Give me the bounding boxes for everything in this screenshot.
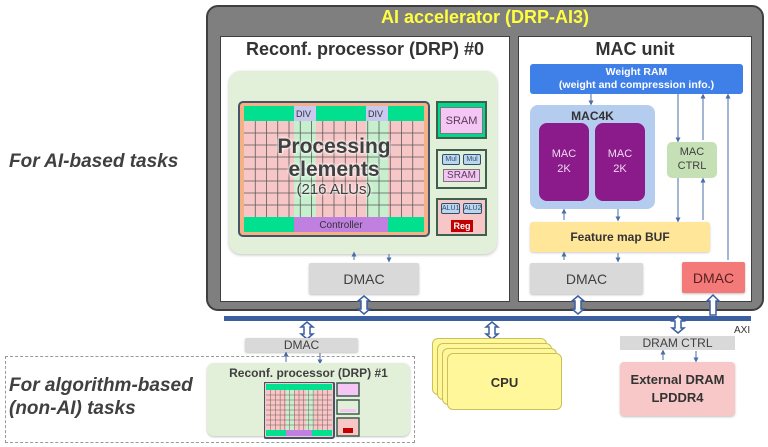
mul-chip-2: Mul [463,154,481,165]
bidir-arrow-mac-axi [569,295,587,315]
mac-dmac-red: DMAC [682,262,745,293]
algorithm-tasks-frame [5,356,415,443]
mac2k-1-line1: MAC [551,148,577,160]
ai-tasks-label: For AI-based tasks [9,151,179,172]
mac2k-block-2: MAC 2K [595,123,645,201]
weight-ram-title: Weight RAM [605,66,668,78]
ai-accelerator-title: AI accelerator (DRP-AI3) [380,7,590,27]
external-dram-line1: External DRAM [630,372,725,387]
axi-bus [224,316,751,321]
mac2k-2-line2: 2K [613,163,627,175]
controller-bar [294,217,388,232]
axi-label: AXI [734,325,751,336]
alu-block: ALU1 ALU2 Reg [436,198,487,236]
mac-ctrl-line1: MAC [679,146,705,158]
mac2k-1-line2: 2K [557,163,571,175]
processing-elements-grid: DIV DIV Controller [244,106,424,232]
mac-unit-title: MAC unit [595,39,675,59]
reg-block: Reg [451,220,473,232]
drp0-dmac: DMAC [309,263,419,294]
mac4k-label: MAC4K [571,109,614,123]
controller-label: Controller [319,220,363,231]
cpu-core-4 [447,353,562,410]
bidir-arrow-axi-cpu [483,321,501,340]
weight-ram: Weight RAM (weight and compression info.… [530,64,743,94]
mac-ctrl: MAC CTRL [667,142,717,178]
feature-map-buf: Feature map BUF [530,222,710,252]
dram-ctrl: DRAM CTRL [620,336,735,350]
mac2k-2-line1: MAC [607,148,633,160]
pe-title-line1: Processing [277,135,391,158]
alu2-chip: ALU2 [463,203,482,214]
mac2k-block-1: MAC 2K [539,123,589,201]
drp1-title: Reconf. processor (DRP) #1 [229,366,388,380]
pe-title-line2: elements [288,158,380,181]
bidir-arrow-drp0-axi [355,295,373,315]
multiplier-block: Mul Mul SRAM [436,149,487,189]
algo-tasks-label-line2: (non-AI) tasks [9,398,136,419]
mac-dmac: DMAC [530,263,643,294]
sram-label: SRAM [440,107,483,134]
cpu-label: CPU [490,375,519,390]
bidir-arrow-axi-drp1 [298,321,316,340]
alu1-chip: ALU1 [441,203,460,214]
algo-tasks-label-line1: For algorithm-based [9,375,193,396]
div-label-1: DIV [296,109,311,119]
bidir-arrow-axi-dram [669,315,687,334]
drp1-mini-diagram [264,382,360,439]
uni-arrow-dmac-axi [705,293,721,316]
drp0-title: Reconf. processor (DRP) #0 [245,39,485,59]
external-dram-line2: LPDDR4 [651,390,704,405]
weight-ram-subtitle: (weight and compression info.) [558,79,715,91]
div-label-2: DIV [368,109,383,119]
mul-chip-1: Mul [442,154,460,165]
mac-ctrl-line2: CTRL [677,160,707,172]
drp1-dmac: DMAC [245,338,358,352]
external-dram: External DRAM LPDDR4 [620,362,735,416]
mul-sram: SRAM [443,169,480,182]
pe-alu-count: (216 ALUs) [296,181,372,198]
